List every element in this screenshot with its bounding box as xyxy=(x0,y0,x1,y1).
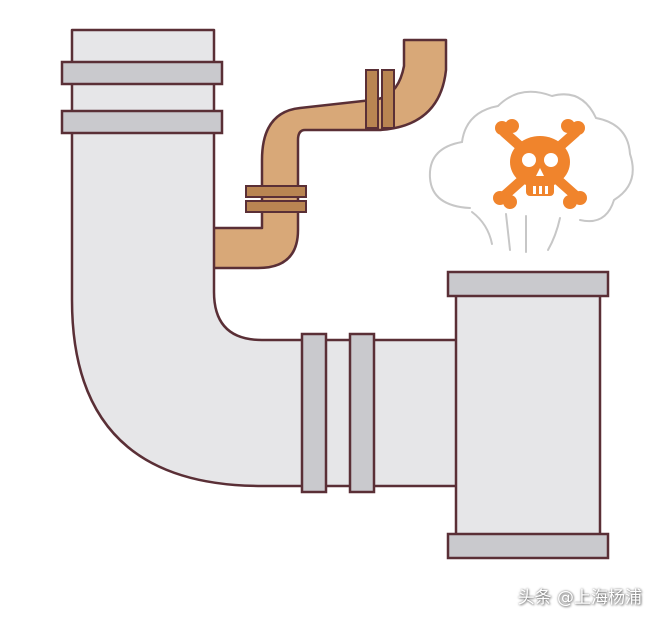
gray-flange-top-1 xyxy=(60,60,224,86)
smoke-line-1 xyxy=(471,211,493,245)
smoke-cloud-outline xyxy=(428,90,634,222)
smoke-cloud-icon xyxy=(428,90,634,253)
gray-elbow-pipe xyxy=(60,28,462,494)
copper-pipe-body xyxy=(210,38,448,270)
gray-flange-top-2 xyxy=(60,109,224,135)
smoke-line-4 xyxy=(547,217,561,251)
copper-flange-lower-2 xyxy=(245,200,307,213)
skull-crossbones-icon xyxy=(493,119,587,209)
copper-pipe xyxy=(210,38,448,270)
copper-flange-lower xyxy=(245,185,307,198)
gray-tee-cap-top xyxy=(446,270,610,298)
watermark-text: 头条 @上海杨浦 xyxy=(517,588,642,608)
gray-flange-mid-1 xyxy=(300,332,328,494)
copper-flange-upper xyxy=(365,69,379,129)
copper-flange-upper-2 xyxy=(381,69,395,129)
gray-flange-mid-2 xyxy=(348,332,376,494)
smoke-line-2 xyxy=(505,213,511,251)
gray-tee-section xyxy=(446,270,610,560)
gray-tee-cap-bottom xyxy=(446,532,610,560)
gray-tee-body xyxy=(454,290,602,540)
